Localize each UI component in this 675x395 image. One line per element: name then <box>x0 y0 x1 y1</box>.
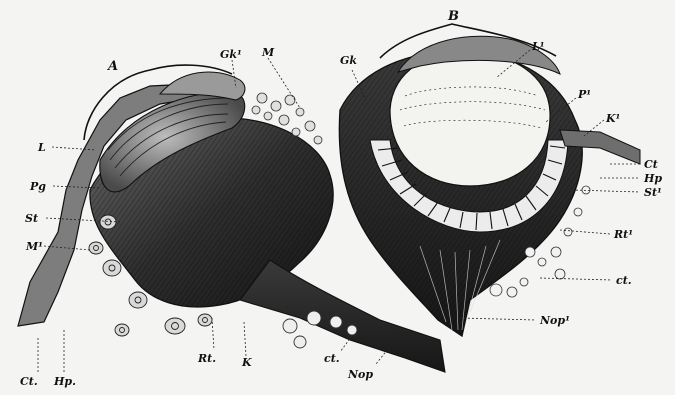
eye-b <box>339 36 640 336</box>
label-Rt: Rt. <box>197 352 216 365</box>
label-M1: M¹ <box>25 240 43 253</box>
label-Hp: Hp. <box>53 375 76 388</box>
label-Pg: Pg <box>29 180 46 193</box>
label-L1: L¹ <box>531 40 545 53</box>
label-Gk1: Gk¹ <box>220 48 242 61</box>
label-ct-bottom: ct. <box>324 352 340 365</box>
label-Nop1: Nop¹ <box>539 314 570 327</box>
label-K1: K¹ <box>605 112 620 125</box>
label-Ct-right: Ct <box>644 158 658 171</box>
label-A: A <box>106 59 118 74</box>
label-Rt1: Rt¹ <box>613 228 633 241</box>
label-Ct: Ct. <box>20 375 38 388</box>
label-B: B <box>447 9 459 24</box>
label-St: St <box>25 212 38 225</box>
label-St1: St¹ <box>644 186 662 199</box>
label-L: L <box>37 141 46 154</box>
label-M: M <box>261 46 275 59</box>
label-ct-right: ct. <box>616 274 632 287</box>
label-Hp-right: Hp <box>643 172 662 185</box>
label-Nop: Nop <box>347 368 373 381</box>
label-P1: P¹ <box>577 88 591 101</box>
label-K: K <box>241 356 252 369</box>
label-Gk: Gk <box>340 54 357 67</box>
lens-b <box>390 52 550 186</box>
